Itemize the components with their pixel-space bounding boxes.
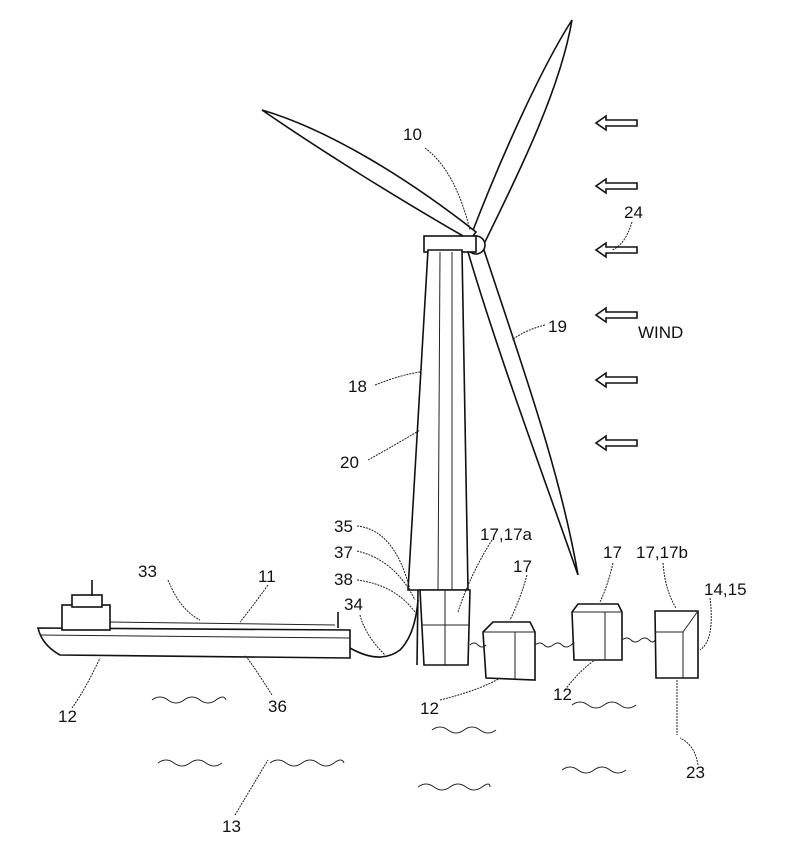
label-33: 33	[138, 562, 157, 581]
label-34: 34	[344, 595, 363, 614]
label-19: 19	[548, 317, 567, 336]
vessel	[38, 580, 350, 658]
label-38: 38	[334, 570, 353, 589]
ship-deck	[110, 622, 335, 625]
wind-arrows	[596, 116, 637, 450]
leader-lines	[72, 148, 711, 815]
label-37: 37	[334, 543, 353, 562]
label-13: 13	[222, 817, 241, 836]
label-18: 18	[348, 377, 367, 396]
label-11: 11	[258, 567, 276, 586]
reference-labels: 10 24 19 WIND 18 20 35 37 38 17,17a 17 1…	[58, 125, 747, 836]
label-17-17b: 17,17b	[636, 543, 688, 562]
superstructure	[62, 605, 110, 630]
buoyancy-modules	[470, 604, 698, 735]
sea-waves	[152, 697, 636, 790]
label-17-first: 17	[513, 557, 532, 576]
label-14-15: 14,15	[704, 580, 747, 599]
label-35: 35	[334, 517, 353, 536]
label-wind: WIND	[638, 323, 683, 342]
blade-left	[262, 110, 476, 240]
blade-up	[470, 20, 572, 244]
label-10: 10	[403, 125, 422, 144]
label-17-17a: 17,17a	[480, 525, 533, 544]
label-12-second: 12	[553, 685, 572, 704]
label-24: 24	[624, 203, 643, 222]
label-36: 36	[268, 697, 287, 716]
label-20: 20	[340, 453, 359, 472]
label-23: 23	[686, 763, 705, 782]
ship-hull	[38, 628, 350, 658]
label-12-ship: 12	[58, 707, 77, 726]
label-12-first: 12	[420, 699, 439, 718]
label-17-second: 17	[603, 543, 622, 562]
